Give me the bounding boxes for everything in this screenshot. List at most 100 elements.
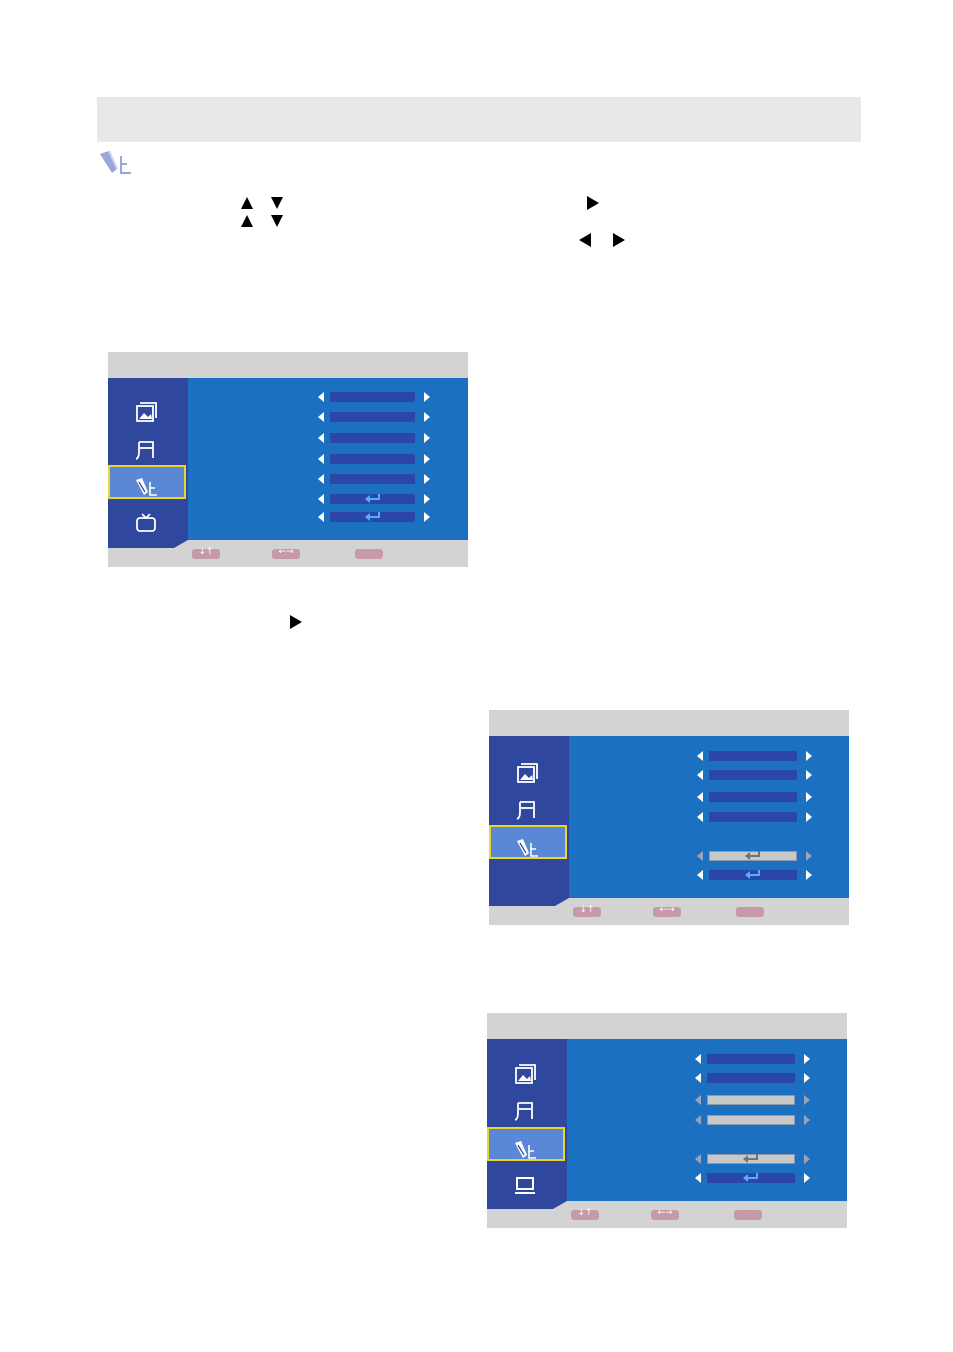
left-arrow-icon[interactable] — [697, 751, 703, 761]
setting-row[interactable] — [318, 472, 430, 486]
setting-row[interactable] — [695, 1052, 810, 1066]
enter-icon — [364, 494, 380, 503]
picture-icon[interactable] — [134, 401, 158, 425]
right-arrow-icon[interactable] — [424, 494, 430, 504]
value-bar — [707, 1095, 795, 1105]
enter-icon — [745, 870, 760, 879]
right-arrow-icon[interactable] — [424, 474, 430, 484]
sidebar-selection[interactable] — [108, 465, 186, 499]
left-arrow-icon[interactable] — [697, 870, 703, 880]
menu-sidebar — [108, 378, 188, 540]
left-arrow-icon[interactable] — [318, 454, 324, 464]
left-arrow-icon[interactable] — [318, 512, 324, 522]
left-arrow-icon[interactable] — [695, 1154, 701, 1164]
left-arrow-icon[interactable] — [697, 770, 703, 780]
setting-row[interactable] — [697, 849, 812, 863]
setting-row[interactable] — [695, 1093, 810, 1107]
left-arrow-icon[interactable] — [318, 474, 324, 484]
osd-menu-setup-tv: ↓↑ ←→ — [108, 352, 468, 567]
setting-row[interactable] — [695, 1152, 810, 1166]
down-triangle-icon — [271, 215, 283, 227]
right-arrow-icon[interactable] — [804, 1173, 810, 1183]
setting-row[interactable] — [697, 749, 812, 763]
menu-title-bar — [489, 710, 849, 736]
right-arrow-icon[interactable] — [424, 412, 430, 422]
setup-pen-icon — [100, 150, 131, 174]
right-arrow-icon[interactable] — [424, 512, 430, 522]
setting-row[interactable] — [697, 768, 812, 782]
setting-row[interactable] — [695, 1171, 810, 1185]
sidebar-tail — [489, 898, 569, 906]
right-arrow-icon[interactable] — [806, 870, 812, 880]
left-arrow-icon[interactable] — [695, 1054, 701, 1064]
right-arrow-icon[interactable] — [804, 1054, 810, 1064]
setting-row[interactable] — [697, 868, 812, 882]
osd-menu-setup-pc: ↓↑ ←→ — [487, 1013, 847, 1228]
left-arrow-icon[interactable] — [318, 392, 324, 402]
left-triangle-icon — [579, 233, 591, 247]
value-bar — [709, 792, 797, 802]
value-bar — [330, 433, 415, 443]
sound-icon[interactable] — [134, 438, 158, 462]
menu-content-area — [188, 378, 468, 540]
right-arrow-icon[interactable] — [424, 454, 430, 464]
enter-icon — [745, 851, 760, 860]
sound-icon[interactable] — [513, 1099, 537, 1123]
value-bar — [709, 770, 797, 780]
section-header-bar — [97, 97, 861, 142]
footer-key-label: ↓↑ — [198, 547, 214, 557]
right-arrow-icon[interactable] — [804, 1115, 810, 1125]
menu-sidebar — [489, 736, 569, 898]
setting-row[interactable] — [318, 452, 430, 466]
setting-row[interactable] — [318, 410, 430, 424]
footer-key: ↓↑ — [571, 1208, 599, 1220]
footer-key — [736, 907, 764, 917]
setting-row[interactable] — [318, 492, 430, 506]
setting-row[interactable] — [697, 790, 812, 804]
right-arrow-icon[interactable] — [424, 392, 430, 402]
left-arrow-icon[interactable] — [695, 1095, 701, 1105]
setting-row[interactable] — [695, 1071, 810, 1085]
left-arrow-icon[interactable] — [318, 494, 324, 504]
menu-sidebar — [487, 1039, 567, 1201]
footer-key: ←→ — [651, 1208, 679, 1220]
left-arrow-icon[interactable] — [697, 792, 703, 802]
footer-key-label: ←→ — [659, 905, 675, 915]
right-arrow-icon[interactable] — [806, 770, 812, 780]
monitor-icon[interactable] — [513, 1173, 537, 1197]
left-arrow-icon[interactable] — [695, 1115, 701, 1125]
setting-row[interactable] — [697, 810, 812, 824]
value-bar — [707, 1054, 795, 1064]
right-arrow-icon[interactable] — [806, 812, 812, 822]
picture-icon[interactable] — [515, 762, 539, 786]
footer-key — [734, 1210, 762, 1220]
setup-icon[interactable] — [515, 835, 539, 859]
right-arrow-icon[interactable] — [806, 792, 812, 802]
setting-row[interactable] — [318, 510, 430, 524]
left-arrow-icon[interactable] — [695, 1073, 701, 1083]
value-bar — [330, 474, 415, 484]
left-arrow-icon[interactable] — [318, 412, 324, 422]
right-arrow-icon[interactable] — [804, 1154, 810, 1164]
left-arrow-icon[interactable] — [697, 812, 703, 822]
footer-key: ↓↑ — [573, 905, 601, 917]
right-arrow-icon[interactable] — [804, 1073, 810, 1083]
left-arrow-icon[interactable] — [318, 433, 324, 443]
sidebar-tail — [108, 540, 188, 548]
setup-icon[interactable] — [513, 1137, 537, 1161]
tv-icon[interactable] — [134, 511, 158, 535]
left-arrow-icon[interactable] — [697, 851, 703, 861]
footer-key-label: ←→ — [278, 547, 294, 557]
right-arrow-icon[interactable] — [806, 751, 812, 761]
sound-icon[interactable] — [515, 798, 539, 822]
setting-row[interactable] — [318, 390, 430, 404]
setup-icon[interactable] — [134, 474, 158, 498]
left-arrow-icon[interactable] — [695, 1173, 701, 1183]
right-arrow-icon[interactable] — [804, 1095, 810, 1105]
picture-icon[interactable] — [513, 1063, 537, 1087]
right-arrow-icon[interactable] — [806, 851, 812, 861]
value-bar — [707, 1073, 795, 1083]
setting-row[interactable] — [695, 1113, 810, 1127]
setting-row[interactable] — [318, 431, 430, 445]
right-arrow-icon[interactable] — [424, 433, 430, 443]
